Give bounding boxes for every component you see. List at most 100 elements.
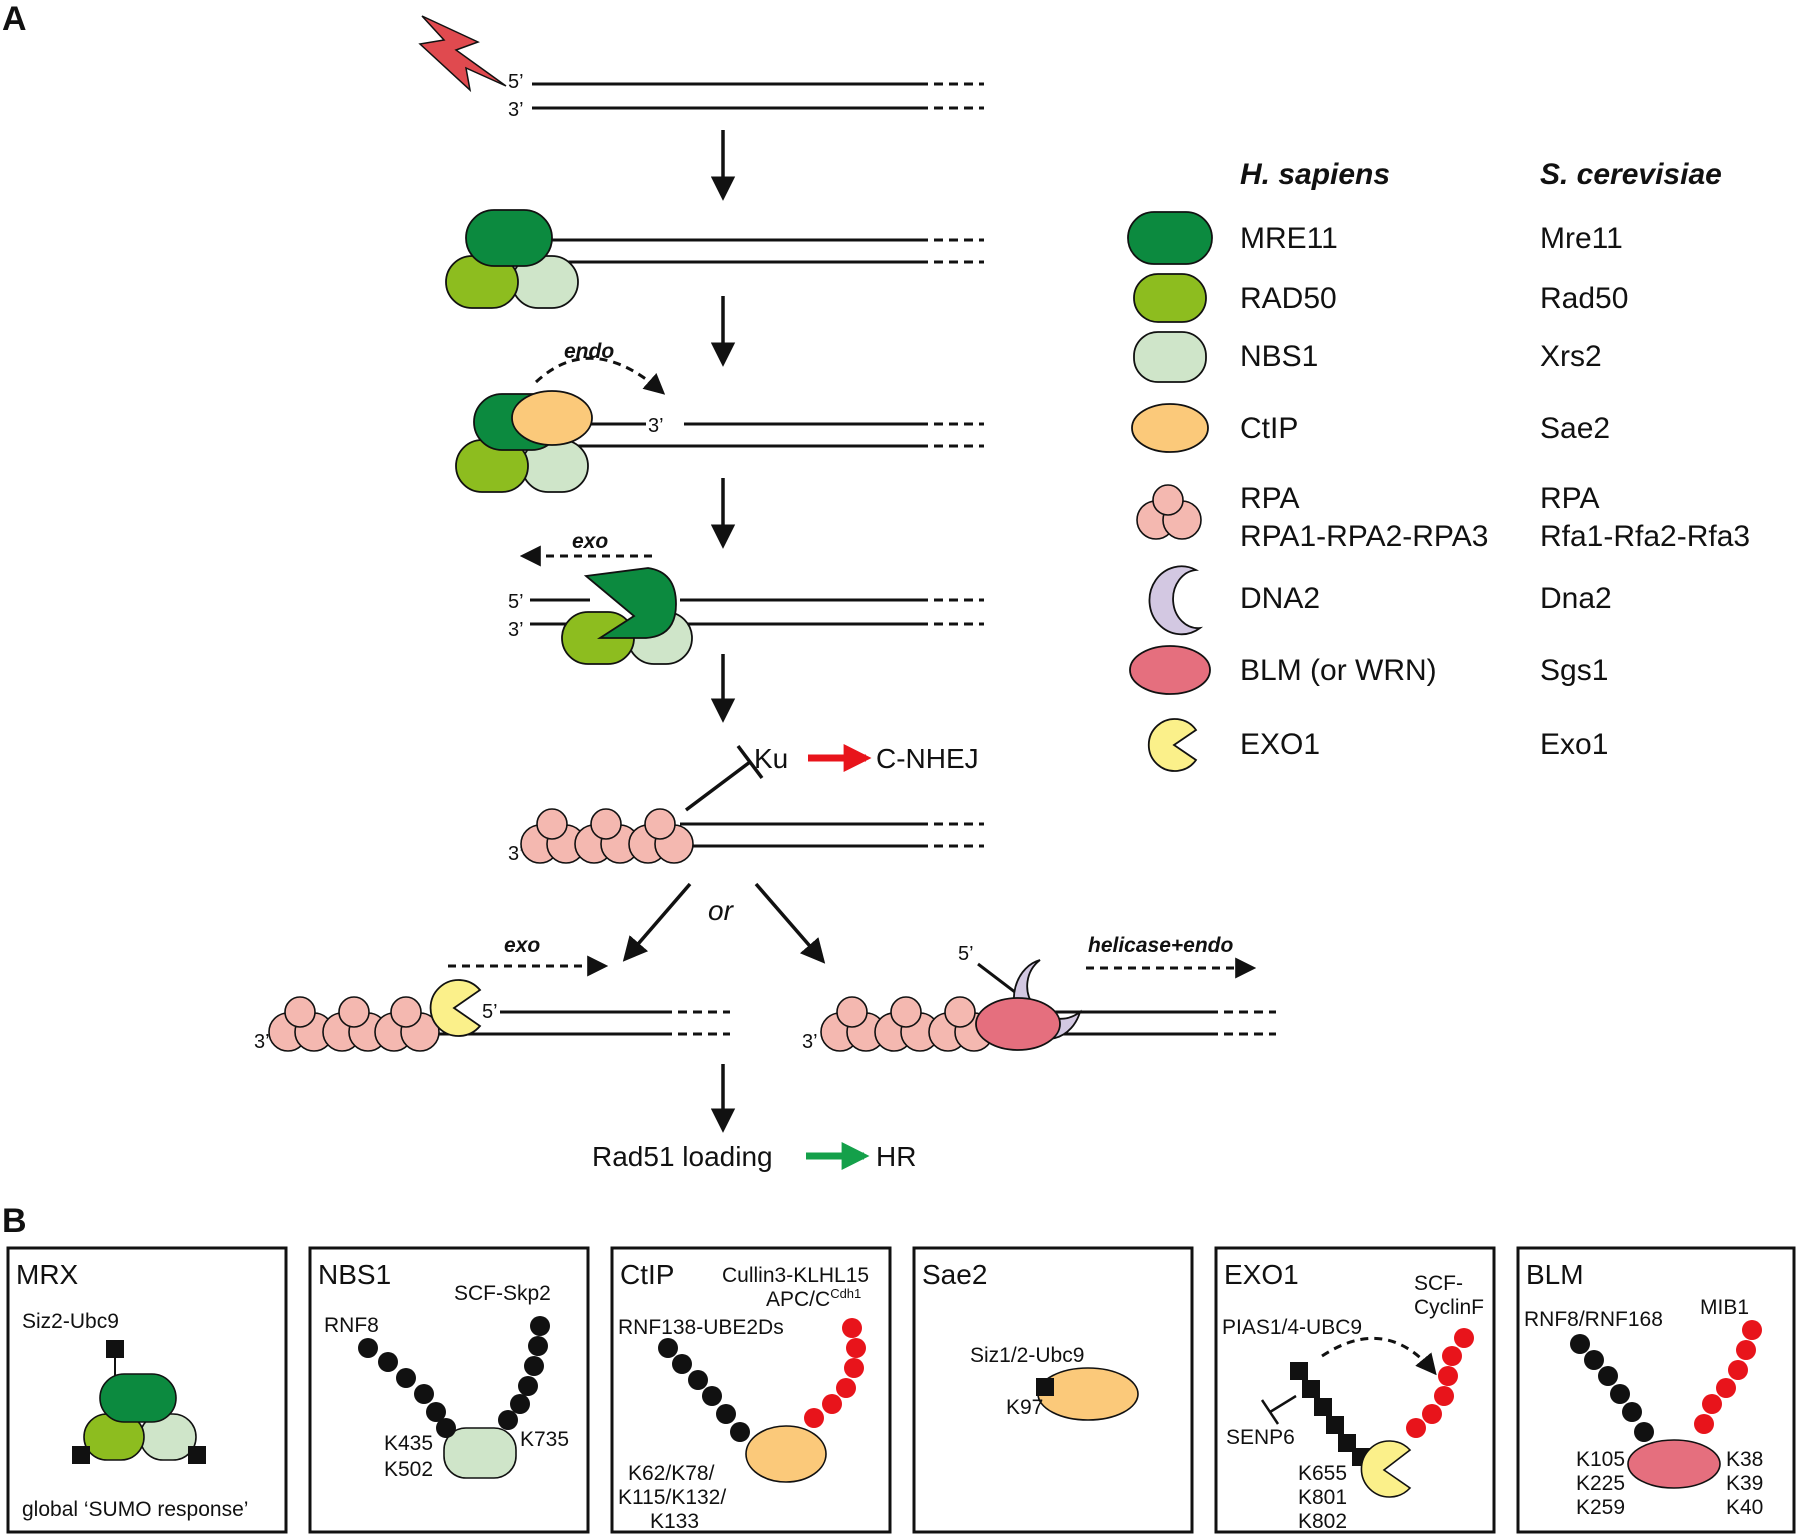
ku-inhibition-line [684, 760, 752, 812]
legend-yeast-blm: Sgs1 [1540, 654, 1608, 687]
box-sae2: Sae2 Siz1/2-Ubc9 K97 [912, 1246, 1194, 1534]
site-label: K38 [1726, 1448, 1763, 1471]
legend-human-ctip: CtIP [1240, 412, 1298, 445]
legend-yeast-rad50: Rad50 [1540, 282, 1628, 315]
e3-left-label: PIAS1/4-UBC9 [1222, 1316, 1362, 1339]
end-label-3: 3’ [802, 1031, 818, 1053]
legend-yeast-mre11: Mre11 [1540, 222, 1623, 255]
e3-left-label: RNF8/RNF168 [1524, 1308, 1663, 1331]
legend-human-mre11: MRE11 [1240, 222, 1338, 255]
exo1-pacman [429, 979, 482, 1037]
or-label: or [708, 895, 735, 926]
rpa-filament-left [268, 996, 440, 1052]
dna-duplex-2 [540, 238, 984, 264]
ubiquitin-chain-left [1570, 1334, 1654, 1442]
e3-left-label: RNF138-UBE2Ds [618, 1316, 784, 1339]
site-label: K105 [1576, 1448, 1625, 1471]
end-label-3-nick: 3’ [648, 415, 664, 437]
panel-label-a: A [2, 0, 27, 38]
ubiquitin-chain-right [1406, 1328, 1474, 1438]
end-label-3: 3’ [254, 1031, 270, 1053]
e3-right-label: MIB1 [1700, 1296, 1749, 1319]
inhibitor-label: SENP6 [1226, 1426, 1295, 1449]
sumo-square [72, 1446, 90, 1464]
end-label-5: 5’ [482, 1001, 498, 1023]
site-label: K502 [384, 1458, 433, 1481]
mre11-legend-icon [1127, 211, 1213, 265]
site-label: K259 [1576, 1496, 1625, 1519]
activity-exo: exo [572, 530, 608, 553]
sumo-square [188, 1446, 206, 1464]
site-label: K115/K132/ [618, 1486, 726, 1509]
box-title: MRX [16, 1259, 79, 1290]
sumo-square [1036, 1378, 1054, 1396]
legend-yeast-rpa-subunits: Rfa1-Rfa2-Rfa3 [1540, 520, 1750, 553]
legend-human-rpa: RPA [1240, 482, 1299, 515]
mrn-exo-complex [561, 567, 693, 665]
branch-arrow-left [622, 882, 692, 962]
box-title: NBS1 [318, 1259, 391, 1290]
box-blm: BLM RNF8/RNF168 MIB1 K105 K225 K259 K38 … [1516, 1246, 1796, 1534]
e3-left-label: RNF8 [324, 1314, 379, 1337]
ubiquitin-chain-left [358, 1338, 456, 1438]
legend: H. sapiens S. cerevisiae MRE11 Mre11 RAD… [1127, 158, 1750, 772]
e3-label: Siz1/2-Ubc9 [970, 1344, 1084, 1367]
end-label-5: 5’ [508, 591, 524, 613]
site-label: K133 [650, 1510, 699, 1533]
rpa-filament [520, 808, 694, 864]
site-label: K735 [520, 1428, 569, 1451]
legend-yeast-exo1: Exo1 [1540, 728, 1608, 761]
site-label: K39 [1726, 1472, 1763, 1495]
legend-human-exo1: EXO1 [1240, 728, 1320, 761]
end-label-3: 3’ [508, 843, 524, 865]
ku-label: Ku [754, 743, 788, 774]
sumo-to-ub-dashed-arrow [1321, 1336, 1437, 1376]
box-ctip: CtIP Cullin3-KLHL15 APC/CCdh1 RNF138-UBE… [610, 1246, 892, 1534]
e3-right-label-1: Cullin3-KLHL15 [722, 1264, 869, 1287]
site-label: K97 [1006, 1396, 1043, 1419]
blm-legend-icon [1129, 645, 1211, 695]
box-mrx: MRX Siz2-Ubc9 global ‘SUMO response’ [6, 1246, 288, 1534]
legend-human-dna2: DNA2 [1240, 582, 1320, 615]
end-label-5: 5’ [508, 71, 524, 93]
e3-label: Siz2-Ubc9 [22, 1310, 119, 1333]
dsb-lightning-icon [418, 15, 507, 93]
activity-helicase-endo: helicase+endo [1088, 934, 1233, 957]
ubiquitin-chain-right [1694, 1320, 1762, 1434]
mrn-ctip-complex [455, 390, 593, 493]
legend-human-rpa-subunits: RPA1-RPA2-RPA3 [1240, 520, 1488, 553]
site-label: K435 [384, 1432, 433, 1455]
e3-right-label-2: CyclinF [1414, 1296, 1484, 1319]
end-label-5: 5’ [958, 943, 974, 965]
legend-human-nbs1: NBS1 [1240, 340, 1318, 373]
dna2-legend-icon [1148, 565, 1204, 636]
box-note: global ‘SUMO response’ [22, 1498, 248, 1521]
exo1-legend-icon [1147, 718, 1198, 772]
legend-yeast-nbs1: Xrs2 [1540, 340, 1602, 373]
e3-right-label-1: SCF- [1414, 1272, 1463, 1295]
ubiquitin-chain-right [498, 1316, 550, 1430]
rad51-label: Rad51 loading [592, 1141, 773, 1172]
end-label-3: 3’ [508, 619, 524, 641]
site-label: K225 [1576, 1472, 1625, 1495]
legend-header-human: H. sapiens [1240, 158, 1390, 191]
box-title: CtIP [620, 1259, 674, 1290]
site-label: K62/K78/ [628, 1462, 715, 1485]
site-label: K801 [1298, 1486, 1347, 1509]
nbs1-legend-icon [1133, 331, 1207, 383]
box-title: Sae2 [922, 1259, 987, 1290]
site-label: K655 [1298, 1462, 1347, 1485]
branch-arrow-right [754, 882, 826, 964]
legend-yeast-rpa: RPA [1540, 482, 1599, 515]
ubiquitin-chain-left [658, 1338, 750, 1442]
mrn-complex [445, 209, 579, 309]
ctip-legend-icon [1131, 403, 1209, 453]
panel-label-b: B [2, 1202, 27, 1240]
rad50-legend-icon [1133, 273, 1207, 323]
activity-endo: endo [564, 340, 614, 363]
legend-human-rad50: RAD50 [1240, 282, 1337, 315]
site-label: K802 [1298, 1510, 1347, 1533]
site-label: K40 [1726, 1496, 1763, 1519]
activity-exo-left: exo [504, 934, 540, 957]
